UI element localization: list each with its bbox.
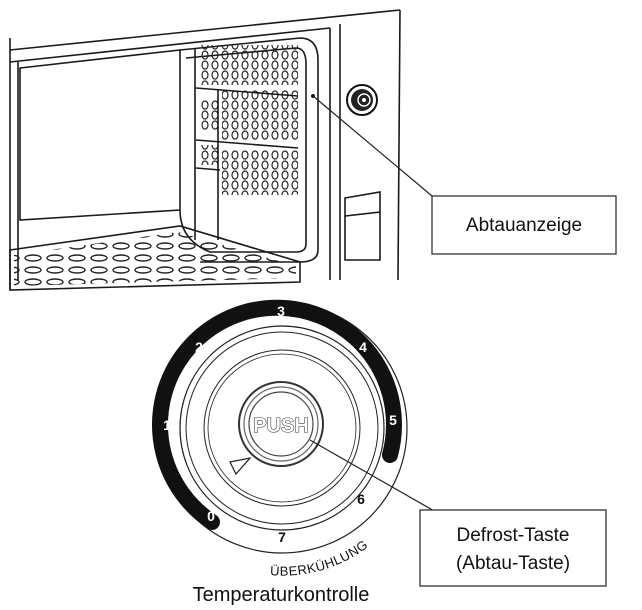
dial-number-4: 4 <box>359 339 367 355</box>
perforation-row-1 <box>200 45 298 85</box>
appliance-illustration <box>9 9 401 291</box>
wire-rack <box>14 232 296 286</box>
dial-number-1: 1 <box>163 417 171 433</box>
defrost-indicator-callout: Abtauanzeige <box>431 195 617 255</box>
door-latch <box>344 191 381 261</box>
dial-number-0: 0 <box>207 508 215 524</box>
cabinet-top-edge <box>9 9 401 51</box>
dial-pointer-triangle-icon <box>229 457 252 476</box>
defrost-indicator-leader-line <box>312 95 433 197</box>
defrost-indicator-label: Abtauanzeige <box>466 215 582 236</box>
cabinet-frame-line <box>9 27 331 63</box>
dial-number-5: 5 <box>389 412 397 428</box>
push-button-label: PUSH <box>253 415 309 437</box>
defrost-button-label-line1: Defrost-Taste <box>457 525 570 546</box>
temperature-dial: 0 1 2 3 4 5 6 7 PUSH ÜBERKÜHLUNG <box>152 299 408 579</box>
diagram-title: Temperaturkontrolle <box>193 584 370 606</box>
dial-ring-1 <box>179 325 385 531</box>
door-knob <box>346 84 378 116</box>
dial-number-3: 3 <box>277 303 285 319</box>
dial-number-7: 7 <box>278 529 286 545</box>
push-button-outer-ring <box>238 381 324 467</box>
panel-divider-3 <box>195 167 221 171</box>
dial-scale-arc <box>152 299 402 530</box>
dial-ring-2 <box>185 331 379 525</box>
perforation-left-2 <box>200 145 218 165</box>
panel-divider-2 <box>195 139 299 149</box>
defrost-indicator-box <box>431 195 617 255</box>
defrost-button-label-line2: (Abtau-Taste) <box>456 553 570 574</box>
dial-number-6: 6 <box>357 491 365 507</box>
push-button-face <box>248 391 314 457</box>
wire-rack-outline <box>9 225 301 291</box>
defrost-button-box <box>419 509 607 587</box>
defrost-button-leader-line <box>309 439 437 513</box>
door-frame-outer <box>397 9 401 281</box>
defrost-button-callout: Defrost-Taste (Abtau-Taste) <box>419 509 607 587</box>
panel-divider-1 <box>195 87 299 97</box>
dial-ring-4 <box>207 353 357 503</box>
inner-compartment <box>19 49 181 221</box>
dial-number-2: 2 <box>195 339 203 355</box>
perforation-row-2 <box>222 90 298 140</box>
dial-ring-3 <box>203 349 361 507</box>
back-wall-inner <box>185 47 307 253</box>
defrost-push-button[interactable]: PUSH <box>238 381 324 467</box>
perforation-row-3 <box>222 150 298 195</box>
perforation-left-1 <box>200 100 218 130</box>
push-button-ring <box>243 386 319 462</box>
back-wall-outline <box>179 37 319 263</box>
